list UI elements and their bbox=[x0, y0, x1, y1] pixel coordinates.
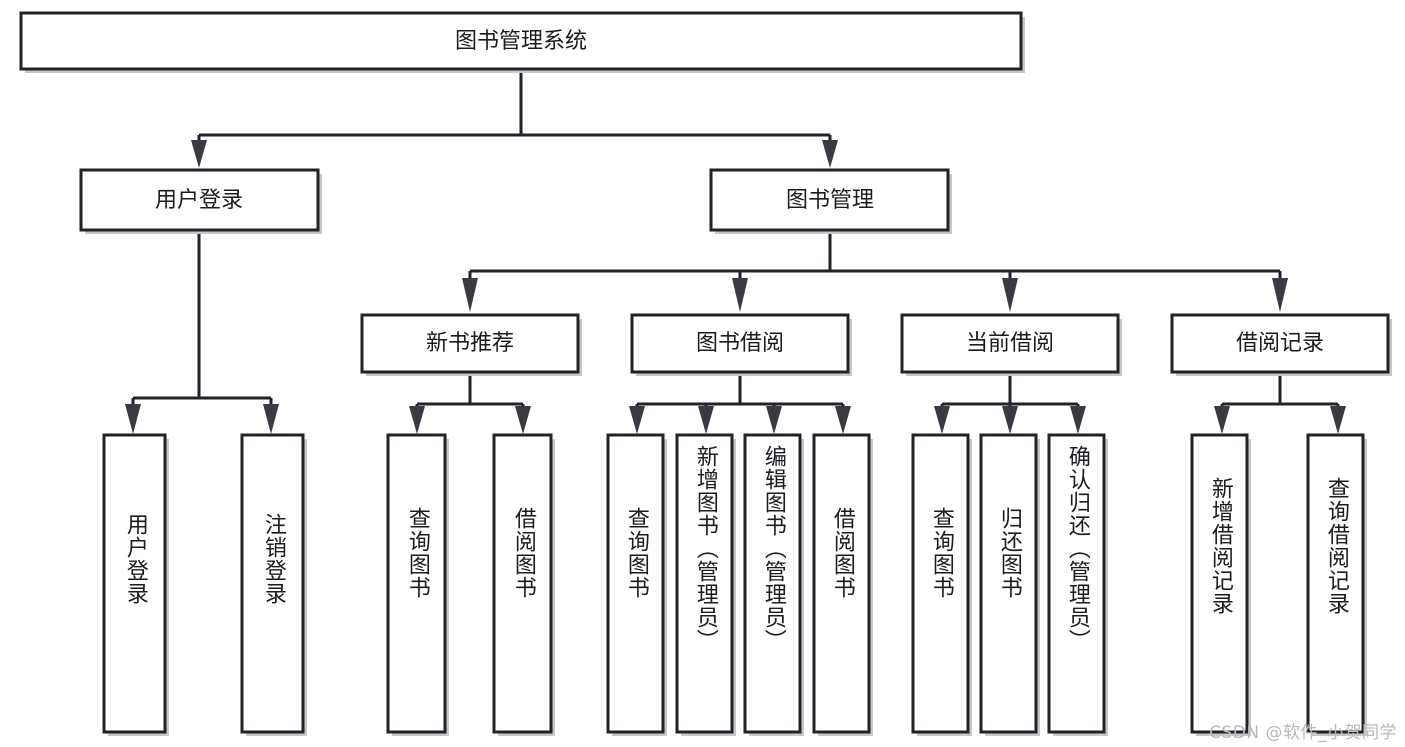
node-root-box bbox=[19, 11, 1023, 71]
node-book-borrow[interactable]: 图书借阅 bbox=[630, 313, 852, 376]
leaf-box-layer bbox=[102, 433, 1367, 736]
edge-layer bbox=[125, 71, 1346, 434]
leaf-edit-book-box[interactable] bbox=[743, 433, 802, 734]
leaf-confirm-return-box[interactable] bbox=[1047, 433, 1106, 734]
node-current-borrow[interactable]: 当前借阅 bbox=[900, 313, 1122, 376]
node-root-label: 图书管理系统 bbox=[455, 29, 587, 54]
arrowhead-current-borrow bbox=[1002, 278, 1018, 312]
leaf-borrow-book-2-box[interactable] bbox=[812, 433, 871, 734]
leaf-query-book-2-box[interactable] bbox=[606, 433, 665, 734]
node-borrow-record[interactable]: 借阅记录 bbox=[1170, 313, 1392, 376]
node-book-manage-label: 图书管理 bbox=[786, 188, 874, 213]
leaf-borrow-book-1-box[interactable] bbox=[492, 433, 553, 734]
arrowhead-leaf-borrow-book-1 bbox=[515, 406, 531, 434]
node-book-manage[interactable]: 图书管理 bbox=[709, 168, 952, 234]
arrowhead-leaf-query-record bbox=[1330, 406, 1346, 434]
leaf-add-book-box[interactable] bbox=[675, 433, 734, 734]
arrowhead-leaf-add-book bbox=[698, 406, 714, 434]
node-book-borrow-label: 图书借阅 bbox=[696, 331, 784, 356]
arrowhead-user-login bbox=[191, 140, 207, 168]
arrowhead-new-book-recommend bbox=[462, 278, 478, 312]
leaf-query-book-1-box[interactable] bbox=[386, 433, 447, 734]
arrowhead-leaf-query-book-3 bbox=[934, 406, 950, 434]
arrowhead-leaf-return-book bbox=[1002, 406, 1018, 434]
arrowhead-leaf-user-login bbox=[125, 404, 141, 434]
node-new-book-recommend-box bbox=[360, 313, 580, 374]
node-current-borrow-label: 当前借阅 bbox=[966, 331, 1054, 356]
node-new-book-recommend-label: 新书推荐 bbox=[426, 331, 514, 356]
arrowhead-leaf-query-book-1 bbox=[409, 406, 425, 434]
leaf-add-record-box[interactable] bbox=[1190, 433, 1249, 734]
node-current-borrow-box bbox=[900, 313, 1120, 374]
leaf-user-login-box[interactable] bbox=[102, 433, 167, 734]
leaf-query-book-3-box[interactable] bbox=[911, 433, 970, 734]
arrowhead-leaf-add-record bbox=[1214, 406, 1230, 434]
node-borrow-record-label: 借阅记录 bbox=[1236, 331, 1324, 356]
leaf-user-logout-box[interactable] bbox=[240, 433, 305, 734]
arrowhead-leaf-user-logout bbox=[263, 404, 279, 434]
arrowhead-borrow-record bbox=[1272, 278, 1288, 312]
arrowhead-leaf-confirm-return bbox=[1070, 406, 1086, 434]
arrowhead-book-borrow bbox=[732, 278, 748, 312]
node-user-login[interactable]: 用户登录 bbox=[79, 168, 322, 234]
leaf-query-record-box[interactable] bbox=[1306, 433, 1365, 734]
leaf-return-book-box[interactable] bbox=[979, 433, 1038, 734]
node-book-borrow-box bbox=[630, 313, 850, 374]
arrowhead-leaf-borrow-book-2 bbox=[835, 406, 851, 434]
node-book-manage-box bbox=[709, 168, 950, 232]
csdn-watermark: CSDN @软件_小贺同学 bbox=[1209, 723, 1397, 743]
node-borrow-record-box bbox=[1170, 313, 1390, 374]
arrowhead-book-manage bbox=[822, 140, 838, 168]
arrowhead-leaf-edit-book bbox=[766, 406, 782, 434]
node-user-login-box bbox=[79, 168, 320, 232]
node-new-book-recommend[interactable]: 新书推荐 bbox=[360, 313, 582, 376]
node-root[interactable]: 图书管理系统 bbox=[19, 11, 1025, 73]
arrowhead-leaf-query-book-2 bbox=[629, 406, 645, 434]
node-user-login-label: 用户登录 bbox=[155, 188, 243, 213]
